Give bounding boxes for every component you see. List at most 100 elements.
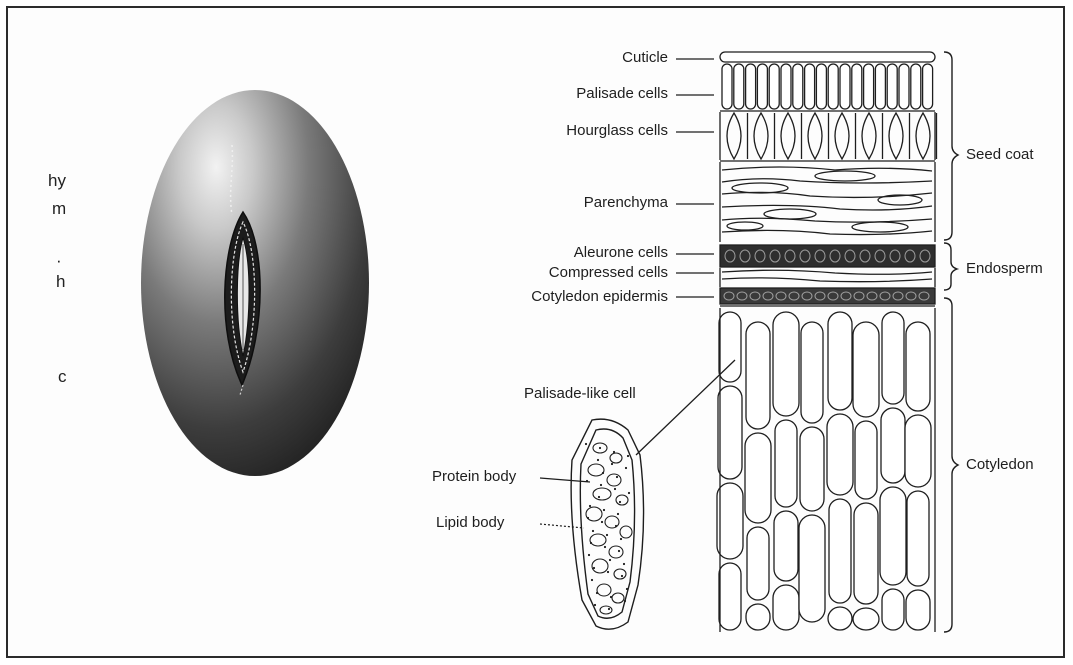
label-protein-body: Protein body — [432, 469, 516, 484]
protein-body-blob — [610, 453, 622, 463]
cotyledon-cell — [905, 415, 931, 487]
label-cotyledon-epidermis: Cotyledon epidermis — [531, 289, 668, 304]
lipid-body-dot — [614, 488, 616, 490]
lipid-body-dot — [593, 567, 595, 569]
cotyledon-cell — [719, 563, 741, 630]
cotyledon-cell — [827, 414, 853, 495]
cotyledon-cell — [800, 427, 824, 511]
lipid-body-dot — [620, 538, 622, 540]
lipid-body-dot — [591, 579, 593, 581]
palisade-cell — [864, 64, 874, 109]
endosperm-brace — [944, 243, 957, 290]
cotyledon-cell — [881, 408, 905, 483]
cell-body-inclusions — [585, 443, 632, 614]
protein-body-blob — [616, 495, 628, 505]
label-cotyledon: Cotyledon — [966, 457, 1034, 472]
lipid-body-dot — [600, 484, 602, 486]
lipid-body-dot — [619, 501, 621, 503]
lipid-body-dot — [628, 492, 630, 494]
seed-coat-brace — [944, 52, 958, 240]
lipid-body-dot — [627, 455, 629, 457]
label-compressed-cells: Compressed cells — [549, 265, 668, 280]
protein-body-blob — [597, 584, 611, 596]
seed-whole-view — [141, 90, 369, 476]
label-seed-coat: Seed coat — [966, 147, 1034, 162]
lipid-body-dot — [625, 467, 627, 469]
lipid-body-dot — [601, 521, 603, 523]
label-hourglass-cells: Hourglass cells — [566, 123, 668, 138]
lipid-body-dot — [594, 604, 596, 606]
protein-body-blob — [592, 559, 608, 573]
label-aleurone-cells: Aleurone cells — [574, 245, 668, 260]
palisade-cell — [911, 64, 921, 109]
lipid-body-dot — [617, 513, 619, 515]
lipid-body-dot — [611, 463, 613, 465]
lipid-body-dot — [623, 563, 625, 565]
hourglass-cell — [727, 113, 741, 159]
cotyledon-cell — [746, 604, 770, 630]
label-cuticle: Cuticle — [622, 50, 668, 65]
palisade-cell — [781, 64, 791, 109]
protein-body-blob — [614, 569, 626, 579]
cotyledon-cell — [774, 511, 798, 581]
lipid-body-dot — [615, 525, 617, 527]
label-parenchyma: Parenchyma — [584, 195, 668, 210]
cotyledon-cell — [745, 433, 771, 523]
protein-body-blob — [620, 526, 632, 538]
palisade-cell — [840, 64, 850, 109]
lipid-body-dot — [596, 592, 598, 594]
marker-m: m — [52, 200, 66, 217]
region-braces — [944, 52, 958, 632]
label-palisade-cells: Palisade cells — [576, 86, 668, 101]
lipid-body-dot — [588, 554, 590, 556]
hourglass-cell — [835, 113, 849, 159]
palisade-cell — [923, 64, 933, 109]
layer-leader-lines — [676, 59, 714, 297]
cotyledon-cell — [882, 589, 904, 630]
palisade-cell — [816, 64, 826, 109]
cotyledon-cell — [906, 590, 930, 630]
palisade-cell — [805, 64, 815, 109]
cotyledon-cell — [882, 312, 904, 404]
palisade-cell — [852, 64, 862, 109]
cotyledon-cell — [855, 421, 877, 499]
cotyledon-brace — [944, 298, 958, 632]
lipid-body-dot — [616, 476, 618, 478]
cotyledon-cell — [828, 312, 852, 410]
lipid-body-dot — [608, 608, 610, 610]
lipid-body-dot — [589, 505, 591, 507]
palisade-cell — [887, 64, 897, 109]
protein-body-blob — [593, 488, 611, 500]
lipid-body-dot — [599, 447, 601, 449]
cotyledon-cell — [828, 607, 852, 630]
compressed-layer — [720, 268, 935, 287]
cotyledon-cell — [829, 499, 851, 603]
cuticle-layer — [720, 52, 935, 62]
hourglass-cell — [916, 113, 930, 159]
cotyledon-cell — [854, 503, 878, 604]
protein-body-blob — [600, 606, 612, 614]
protein-body-blob — [609, 546, 623, 558]
cotyledon-cell — [773, 585, 799, 630]
lipid-body-dot — [621, 575, 623, 577]
hourglass-cell — [754, 113, 768, 159]
cotyledon-cell — [718, 386, 742, 479]
lipid-body-pointer — [540, 524, 584, 528]
label-endosperm: Endosperm — [966, 261, 1043, 276]
palisade-cell — [722, 64, 732, 109]
palisade-cell — [757, 64, 767, 109]
palisade-cell — [875, 64, 885, 109]
lipid-body-dot — [598, 496, 600, 498]
aleurone-layer — [720, 245, 935, 267]
palisade-layer — [722, 64, 933, 109]
marker-dot: · — [56, 252, 62, 269]
cotyledon-cell — [907, 491, 929, 586]
palisade-cell — [734, 64, 744, 109]
lipid-body-dot — [618, 550, 620, 552]
cotyledon-cell — [773, 312, 799, 416]
protein-body-blob — [588, 464, 604, 476]
cotyledon-layer — [717, 308, 935, 632]
marker-hy: hy — [48, 172, 66, 189]
palisade-cell — [746, 64, 756, 109]
